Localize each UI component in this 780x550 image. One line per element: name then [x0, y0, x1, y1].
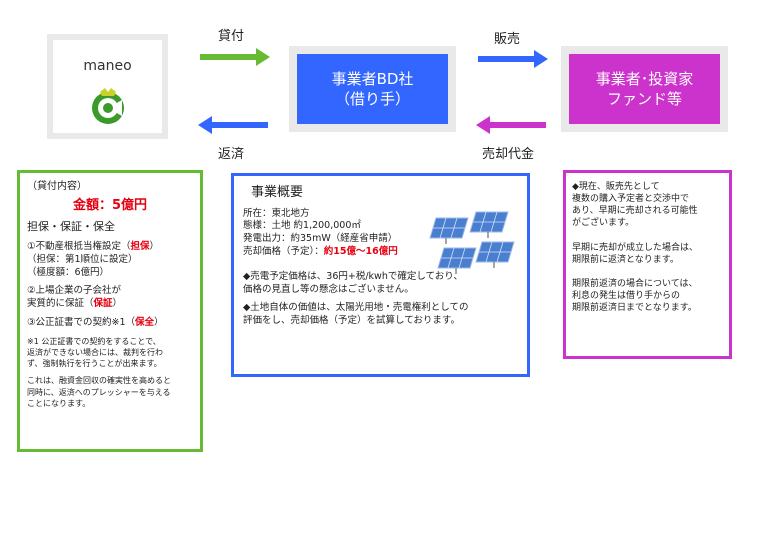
investor-box: 事業者･投資家 ファンド等: [569, 54, 720, 124]
repay-label: 返済: [218, 147, 245, 162]
investor-type: ファンド等: [606, 90, 682, 108]
investor-frame: 事業者･投資家 ファンド等: [561, 46, 728, 132]
loan-item2-tag: 保証: [93, 298, 113, 310]
sales-line9: 期限前返済日までとなります。: [572, 303, 697, 314]
sell-arrow-icon: [478, 50, 548, 68]
maneo-name: maneo: [83, 58, 132, 74]
maneo-card: maneo: [53, 40, 162, 133]
business-output: 発電出力：約35mW（経産省申請）: [243, 233, 398, 245]
company-role: （借り手）: [334, 90, 410, 108]
sales-line5: 早期に売却が成立した場合は、: [572, 242, 699, 253]
repay-arrow-icon: [198, 116, 268, 134]
loan-amount-label: 金額：: [72, 197, 112, 213]
loan-note1-line1: ※1 公正証書での契約をすることで、: [27, 336, 161, 346]
business-para1-line2: 価格の見直し等の懸念はございません。: [243, 283, 414, 295]
loan-note1-line2: 返済ができない場合には、裁判を行わ: [27, 347, 163, 357]
loan-note2-line1: これは、融資金回収の確実性を高めると: [27, 376, 171, 386]
business-para1-line1: ◆売電予定価格は、36円+税/kwhで確定しており、: [243, 270, 463, 282]
loan-item2: 実質的に保証（保証）: [27, 298, 193, 311]
business-heading: 事業概要: [251, 185, 304, 200]
proceeds-arrow-icon: [476, 116, 546, 134]
business-price: 売却価格（予定）：約15億〜16億円: [243, 246, 518, 259]
business-price-value: 約15億〜16億円: [323, 245, 398, 257]
loan-note1-line3: ず、強制執行を行うことが出来ます。: [27, 359, 162, 369]
sales-line4: がございます。: [572, 218, 635, 229]
sales-line1: ◆現在、販売先として: [572, 182, 660, 192]
business-overview-box: 事業概要 所在：東北地方 態様：土地 約1,200,000㎡ 発電出力：約35m…: [231, 173, 530, 377]
sales-line7: 期限前返済の場合については、: [572, 278, 698, 289]
lend-label: 貸付: [218, 29, 245, 44]
loan-guarantee: 担保・保証・保全: [27, 220, 115, 234]
loan-amount: 金額：5億円: [27, 197, 193, 215]
solar-panel-icon: [424, 210, 516, 276]
loan-amount-value: 5億円: [111, 197, 148, 213]
loan-item1-text: ①不動産根抵当権設定（: [27, 240, 131, 252]
loan-item2-end: ）: [112, 298, 123, 310]
maneo-logo-icon: [89, 86, 127, 126]
sales-info-box: ◆現在、販売先として 複数の購入予定者と交渉中で あり、早期に売却される可能性 …: [563, 170, 732, 359]
business-price-label: 売却価格（予定）：: [243, 245, 324, 257]
loan-note2-line2: 同時に、返済へのプレッシャーを与える: [27, 387, 171, 397]
sales-line8: 利息の発生は借り手からの: [572, 290, 681, 301]
investor-name: 事業者･投資家: [595, 69, 694, 88]
business-land: 態様：土地 約1,200,000㎡: [243, 220, 361, 232]
sales-line6: 期限前に返済となります。: [572, 254, 679, 265]
company-name: 事業者BD社: [331, 69, 414, 88]
loan-item1-sub2: （極度額：6億円）: [27, 266, 110, 278]
sell-label: 販売: [494, 32, 521, 47]
loan-details-box: （貸付内容） 金額：5億円 担保・保証・保全 ①不動産根抵当権設定（担保） （担…: [17, 170, 203, 452]
loan-item3-end: ）: [154, 316, 164, 328]
loan-item1-end: ）: [149, 240, 160, 252]
loan-item1-tag: 担保: [130, 240, 150, 252]
maneo-frame: maneo: [47, 34, 168, 139]
company-box: 事業者BD社 （借り手）: [297, 54, 448, 124]
loan-item3-tag: 保全: [135, 316, 155, 328]
business-location: 所在：東北地方: [243, 207, 310, 219]
sales-line2: 複数の購入予定者と交渉中で: [572, 194, 690, 205]
loan-item2-text: 実質的に保証（: [27, 298, 94, 310]
loan-item3-text: ③公正証書での契約※1（: [27, 316, 136, 328]
loan-item1: ①不動産根抵当権設定（担保）: [27, 241, 193, 254]
loan-item2-line1: ②上場企業の子会社が: [27, 285, 122, 297]
business-para2-line1: ◆土地自体の価値は、太陽光用地・売電権利としての: [243, 302, 469, 314]
proceeds-label: 売却代金: [482, 147, 535, 162]
loan-item3: ③公正証書での契約※1（保全）: [27, 317, 193, 330]
sales-line3: あり、早期に売却される可能性: [572, 206, 698, 217]
business-para2-line2: 評価をし、売却価格（予定）を試算しております。: [243, 315, 460, 327]
lend-arrow-icon: [200, 48, 270, 66]
loan-note2-line3: ことになります。: [27, 398, 91, 408]
loan-item1-sub1: （担保：第1順位に設定）: [27, 253, 138, 265]
loan-heading: （貸付内容）: [27, 181, 87, 192]
company-frame: 事業者BD社 （借り手）: [289, 46, 456, 132]
